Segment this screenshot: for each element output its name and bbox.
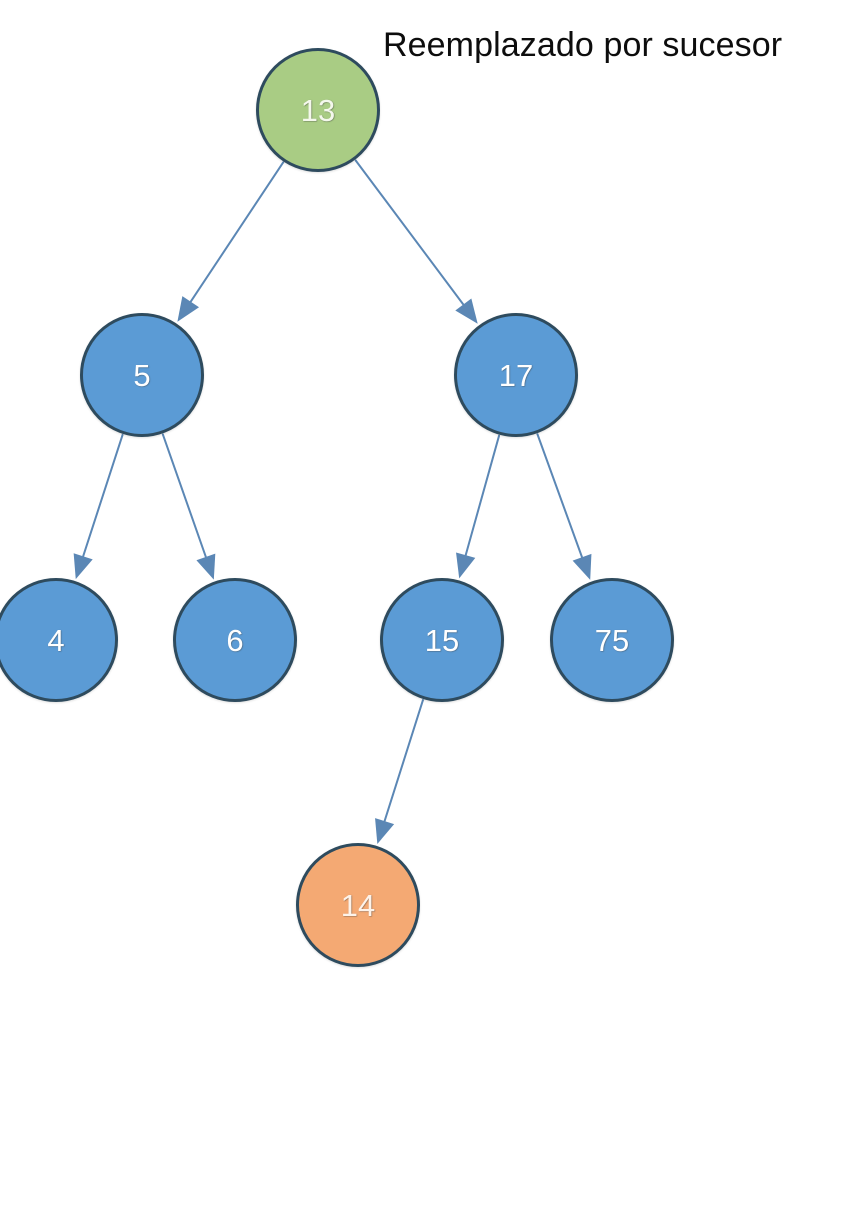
tree-node-label: 14 <box>340 887 376 923</box>
tree-node-label: 15 <box>424 622 460 658</box>
edge-line <box>82 433 124 558</box>
edge-line <box>354 159 465 306</box>
tree-node-5[interactable]: 5 <box>80 313 204 437</box>
edge-arrowhead-icon <box>73 553 93 580</box>
tree-edge <box>161 433 216 580</box>
tree-edge <box>375 699 424 844</box>
edge-line <box>464 434 501 557</box>
tree-node-label: 75 <box>594 622 630 658</box>
edge-line <box>189 161 285 303</box>
edge-line <box>161 433 207 558</box>
edge-arrowhead-icon <box>375 818 395 844</box>
tree-node-6[interactable]: 6 <box>173 578 297 702</box>
tree-node-14[interactable]: 14 <box>296 843 420 967</box>
edge-arrowhead-icon <box>455 298 478 324</box>
tree-edge <box>456 434 501 579</box>
tree-node-label: 13 <box>300 92 336 128</box>
tree-node-label: 5 <box>133 357 151 393</box>
diagram-title: Reemplazado por sucesor <box>383 26 783 64</box>
edge-line <box>383 699 424 823</box>
tree-node-label: 17 <box>498 357 534 393</box>
tree-edge <box>177 161 285 322</box>
edge-arrowhead-icon <box>196 553 216 580</box>
edge-arrowhead-icon <box>572 553 592 580</box>
tree-node-4[interactable]: 4 <box>0 578 118 702</box>
edge-line <box>536 433 584 559</box>
tree-edge <box>73 433 124 580</box>
edge-arrowhead-icon <box>456 552 476 579</box>
tree-node-label: 4 <box>47 622 65 658</box>
edge-arrowhead-icon <box>177 296 200 322</box>
tree-edge <box>354 159 478 324</box>
tree-node-label: 6 <box>226 622 244 658</box>
tree-node-75[interactable]: 75 <box>550 578 674 702</box>
tree-node-15[interactable]: 15 <box>380 578 504 702</box>
tree-node-17[interactable]: 17 <box>454 313 578 437</box>
tree-node-13[interactable]: 13 <box>256 48 380 172</box>
tree-edge <box>536 433 592 580</box>
